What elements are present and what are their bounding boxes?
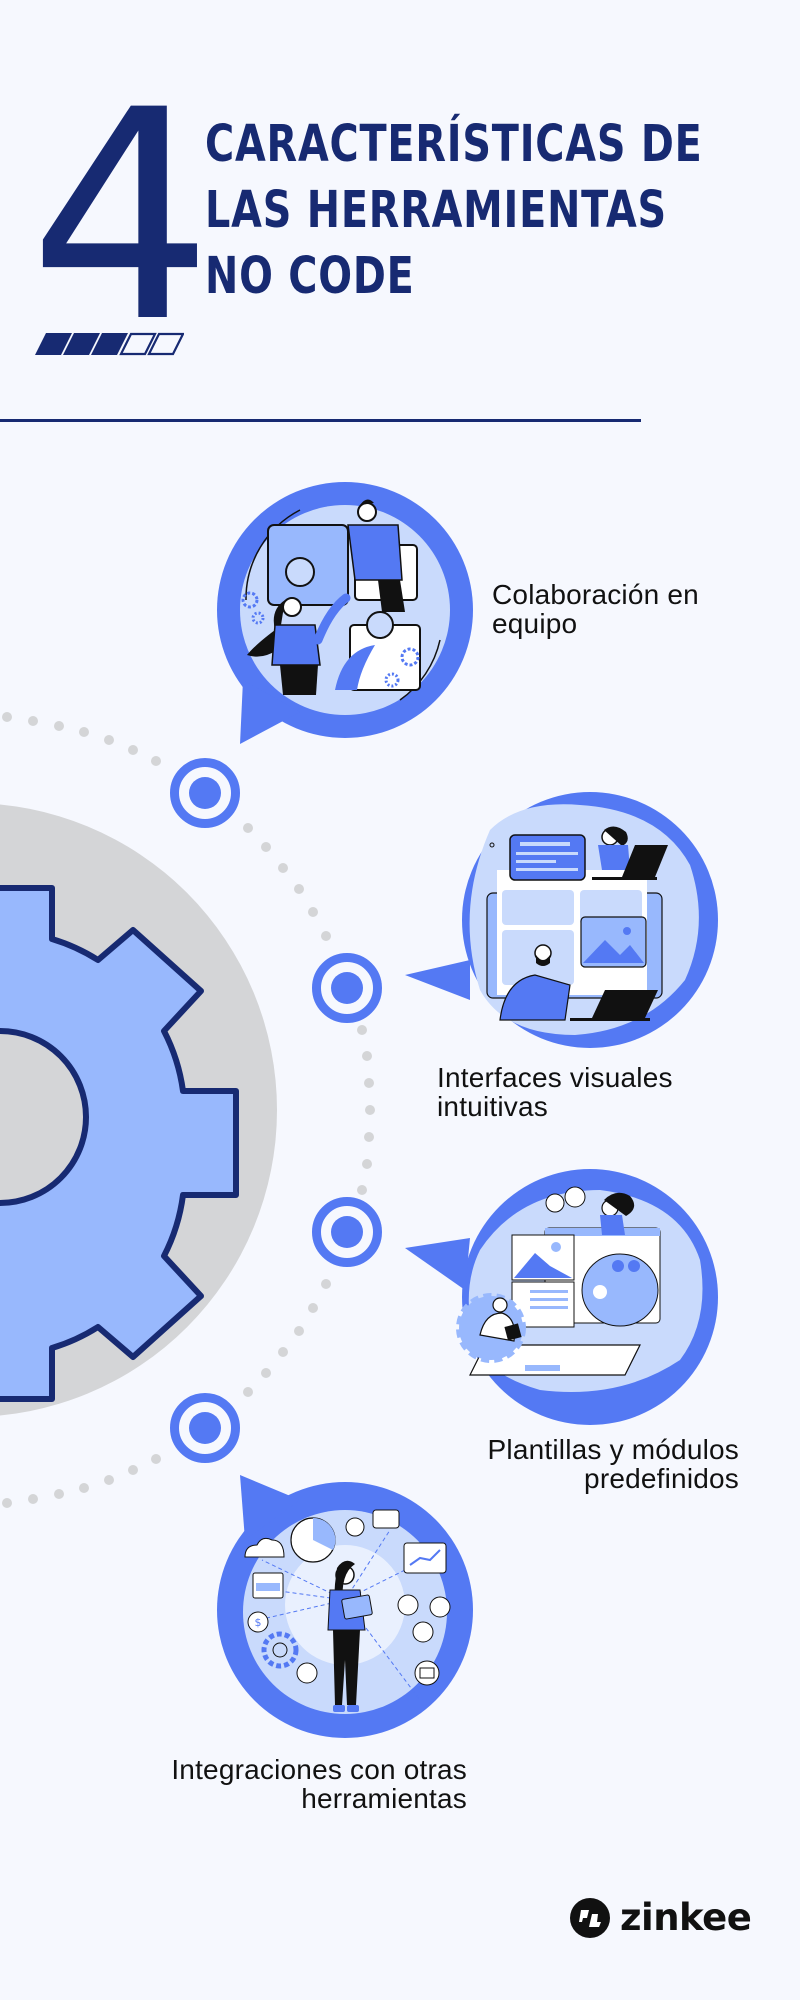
brand-name: zinkee: [620, 1896, 752, 1939]
page-title: Características de las herramientas no c…: [205, 112, 703, 310]
brand-logo: zinkee: [570, 1896, 752, 1939]
progress-segment-filled: [91, 333, 128, 355]
gear-icon: [0, 885, 239, 1402]
timeline-node-4: [170, 1393, 240, 1463]
feature-label-2: Interfaces visuales intuitivas: [437, 1062, 673, 1122]
big-number-four: 4: [36, 92, 206, 327]
timeline-node-3: [312, 1197, 382, 1267]
timeline-node-1: [170, 758, 240, 828]
templates-modules-icon: [405, 1169, 718, 1425]
progress-segment-empty: [119, 332, 157, 356]
progress-segment-filled: [35, 333, 72, 355]
progress-segment-empty: [147, 332, 184, 356]
integrations-icon: $: [217, 1475, 473, 1738]
feature-label-1: Colaboración en equipo: [492, 579, 699, 639]
zinkee-logo-icon: [570, 1897, 610, 1938]
svg-text:$: $: [255, 1616, 262, 1629]
title-line-1: Características de: [205, 115, 703, 174]
header-divider: [0, 419, 641, 422]
feature-label-4: Integraciones con otras herramientas: [171, 1754, 467, 1814]
title-line-2: las herramientas: [205, 181, 667, 240]
progress-indicator: [35, 332, 184, 356]
svg-text:4: 4: [36, 92, 206, 327]
title-line-3: no code: [205, 247, 415, 306]
feature-label-3: Plantillas y módulos predefinidos: [487, 1434, 739, 1494]
visual-interface-icon: [405, 792, 718, 1048]
progress-segment-filled: [63, 333, 100, 355]
team-puzzle-icon: [217, 482, 473, 744]
dotted-connector-arc: [2, 712, 375, 1508]
timeline-node-2: [312, 953, 382, 1023]
